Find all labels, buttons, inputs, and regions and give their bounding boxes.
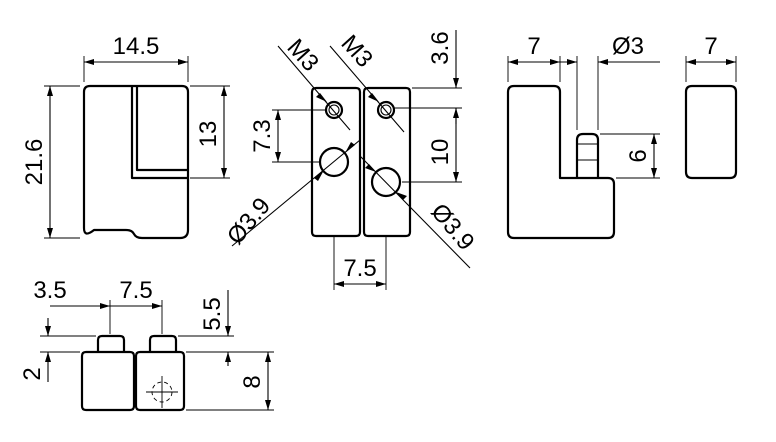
dim-front-width: 14.5 bbox=[113, 33, 160, 60]
dim-front-slot: 13 bbox=[195, 121, 222, 148]
bottom-view: 3.5 7.5 2 5.5 8 bbox=[19, 277, 274, 412]
hole-39-right bbox=[370, 166, 402, 198]
dim-hole-spacing-h: 7.5 bbox=[343, 255, 376, 282]
dim-side-width: 7 bbox=[527, 33, 540, 60]
bottom-view-left-block bbox=[80, 350, 136, 412]
dim-end-width: 7 bbox=[704, 33, 717, 60]
front-view: 14.5 21.6 13 bbox=[21, 33, 230, 240]
dim-bottom-height: 8 bbox=[239, 375, 266, 388]
end-view-outline bbox=[684, 84, 738, 180]
dim-top-offset: 3.6 bbox=[427, 31, 454, 64]
label-m3-left: M3 bbox=[282, 34, 324, 77]
dim-pin-height: 6 bbox=[625, 149, 652, 162]
label-hole-right: Ø3.9 bbox=[425, 199, 479, 256]
dim-bottom-top-gap: 5.5 bbox=[199, 297, 226, 330]
dim-bottom-step: 2 bbox=[19, 367, 46, 380]
hole-view-right-block bbox=[362, 86, 412, 238]
label-m3-right: M3 bbox=[336, 30, 378, 73]
dim-pin-diameter: Ø3 bbox=[612, 33, 644, 60]
dim-side-height: 10 bbox=[427, 139, 454, 166]
bottom-view-right-block bbox=[134, 350, 186, 412]
side-view-outline bbox=[506, 84, 616, 240]
label-hole-left: Ø3.9 bbox=[222, 193, 276, 250]
dim-hole-spacing-v: 7.3 bbox=[249, 119, 276, 152]
bottom-view-left-boss bbox=[96, 334, 126, 352]
dim-bottom-left-offset: 3.5 bbox=[33, 277, 66, 304]
dim-bottom-spacing: 7.5 bbox=[119, 277, 152, 304]
hole-view-left-block bbox=[310, 86, 362, 238]
dim-front-height: 21.6 bbox=[21, 139, 48, 186]
end-view: 7 bbox=[684, 33, 738, 180]
m3-hole-right bbox=[376, 100, 396, 120]
side-view: 7 Ø3 6 bbox=[506, 33, 660, 240]
bottom-view-right-boss bbox=[148, 334, 178, 352]
front-view-outline bbox=[82, 84, 190, 240]
hole-view: M3 M3 3.6 10 7.3 Ø3.9 Ø3.9 bbox=[222, 30, 480, 290]
side-view-pin bbox=[575, 132, 600, 178]
front-view-slot bbox=[130, 87, 187, 180]
